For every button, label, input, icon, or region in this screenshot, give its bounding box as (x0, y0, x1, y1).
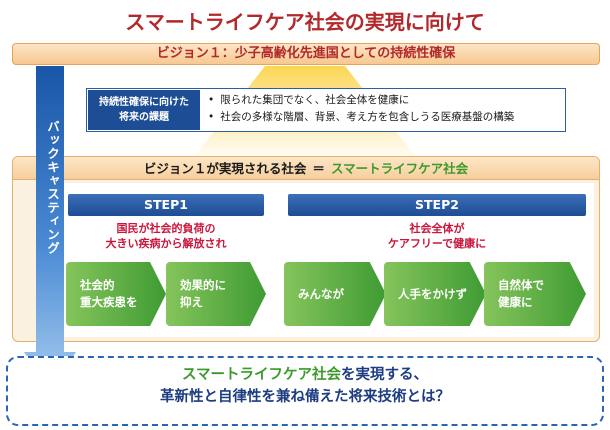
vision-title: ビジョン１：少子高齢化先進国としての持続性確保 (156, 46, 456, 61)
arrow-label: 効果的に (180, 278, 226, 292)
step1-arrow-2: 効果的に抑え (166, 262, 266, 326)
question-line1: スマートライフケア社会を実現する、 (6, 364, 604, 386)
step1-desc-line2: 大きい疾病から解放され (105, 237, 227, 250)
arrow-label: 健康に (498, 295, 533, 309)
arrow-label: 社会的 (80, 278, 115, 292)
step1-arrow-1: 社会的重大疾患を (66, 262, 166, 326)
challenge-list: 限られた集団でなく、社会全体を健康に 社会の多様な階層、背景、考え方を包含しうる… (208, 92, 564, 126)
step2-arrow-2: 人手をかけず (384, 262, 486, 326)
arrow-label: 人手をかけず (398, 286, 467, 301)
step2-description: 社会全体が ケアフリーで健康に (288, 221, 586, 251)
step2-bar: STEP2 (288, 194, 586, 216)
arrow-label: 重大疾患を (80, 295, 138, 309)
challenge-label-line2: 将来の課題 (119, 112, 169, 123)
step2-desc-line2: ケアフリーで健康に (387, 237, 487, 250)
realized-header-bar (13, 157, 599, 180)
backcasting-label: バックキャスティング (45, 120, 60, 255)
arrow-label: 自然体で (498, 278, 544, 292)
challenge-item: 限られた集団でなく、社会全体を健康に (208, 92, 564, 109)
step1-bar: STEP1 (68, 194, 264, 216)
question-box (6, 356, 604, 426)
backcasting-arrow (24, 66, 76, 392)
arrow-label: 抑え (180, 295, 203, 309)
challenge-label: 持続性確保に向けた 将来の課題 (88, 90, 200, 130)
question-line2: 革新性と自律性を兼ね備えた将来技術とは？ (160, 389, 450, 405)
question-highlight: スマートライフケア社会 (181, 367, 342, 383)
realized-title-prefix: ビジョン１が実現される社会 (143, 161, 307, 176)
question-text: スマートライフケア社会を実現する、 革新性と自律性を兼ね備えた将来技術とは？ (6, 364, 604, 408)
step2-arrow-3: 自然体で健康に (484, 262, 586, 326)
challenge-item: 社会の多様な階層、背景、考え方を包含しうる医療基盤の構築 (208, 109, 564, 126)
question-line1-rest: を実現する、 (341, 367, 429, 383)
step1-description: 国民が社会的負荷の 大きい疾病から解放され (68, 221, 264, 251)
realized-title: ビジョン１が実現される社会 ＝ スマートライフケア社会 (12, 158, 600, 180)
realized-title-equals: ＝ (312, 161, 325, 176)
page-title: スマートライフケア社会の実現に向けて (125, 10, 485, 34)
step2-desc-line1: 社会全体が (409, 222, 465, 235)
realized-title-highlight: スマートライフケア社会 (330, 161, 469, 176)
challenge-label-line1: 持続性確保に向けた (99, 97, 189, 108)
step1-desc-line1: 国民が社会的負荷の (116, 222, 216, 235)
vision-bar (12, 43, 600, 65)
arrow-label: みんなが (298, 286, 344, 301)
step2-arrow-1: みんなが (284, 262, 386, 326)
